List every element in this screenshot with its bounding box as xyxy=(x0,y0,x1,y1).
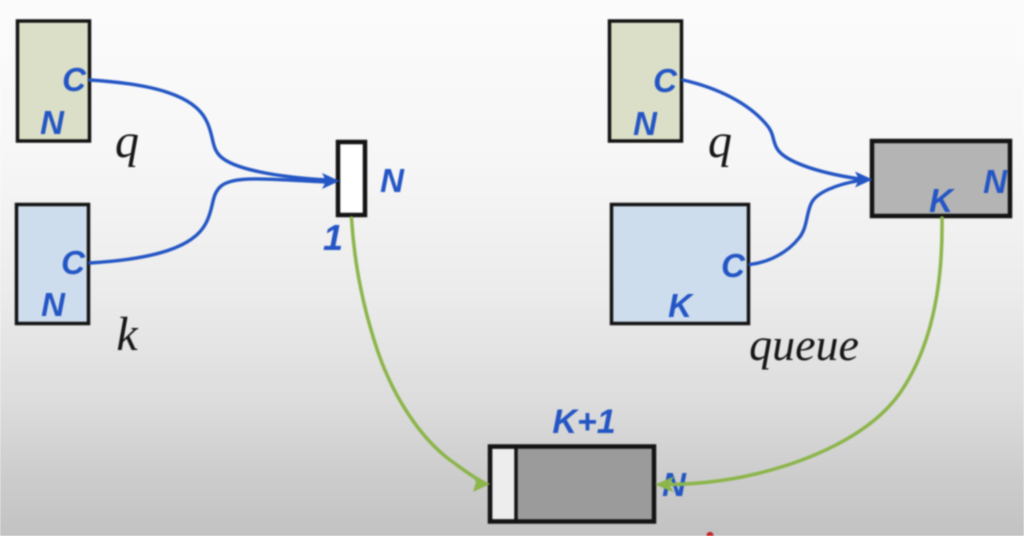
svg-text:N: N xyxy=(633,105,658,142)
svg-text:N: N xyxy=(41,286,66,323)
svg-text:K+1: K+1 xyxy=(552,403,615,441)
svg-text:C: C xyxy=(61,244,86,281)
svg-text:queue: queue xyxy=(749,319,859,370)
svg-text:N: N xyxy=(380,162,405,199)
svg-text:q: q xyxy=(115,115,139,168)
svg-text:C: C xyxy=(653,62,678,99)
svg-text:C: C xyxy=(721,247,746,284)
svg-text:N: N xyxy=(40,104,65,141)
svg-text:C: C xyxy=(62,61,87,98)
svg-text:N: N xyxy=(983,163,1008,200)
svg-text:q: q xyxy=(708,115,732,168)
svg-text:1: 1 xyxy=(323,217,343,258)
svg-text:K: K xyxy=(929,182,955,219)
svg-text:k: k xyxy=(116,308,139,361)
svg-text:K: K xyxy=(668,287,694,324)
